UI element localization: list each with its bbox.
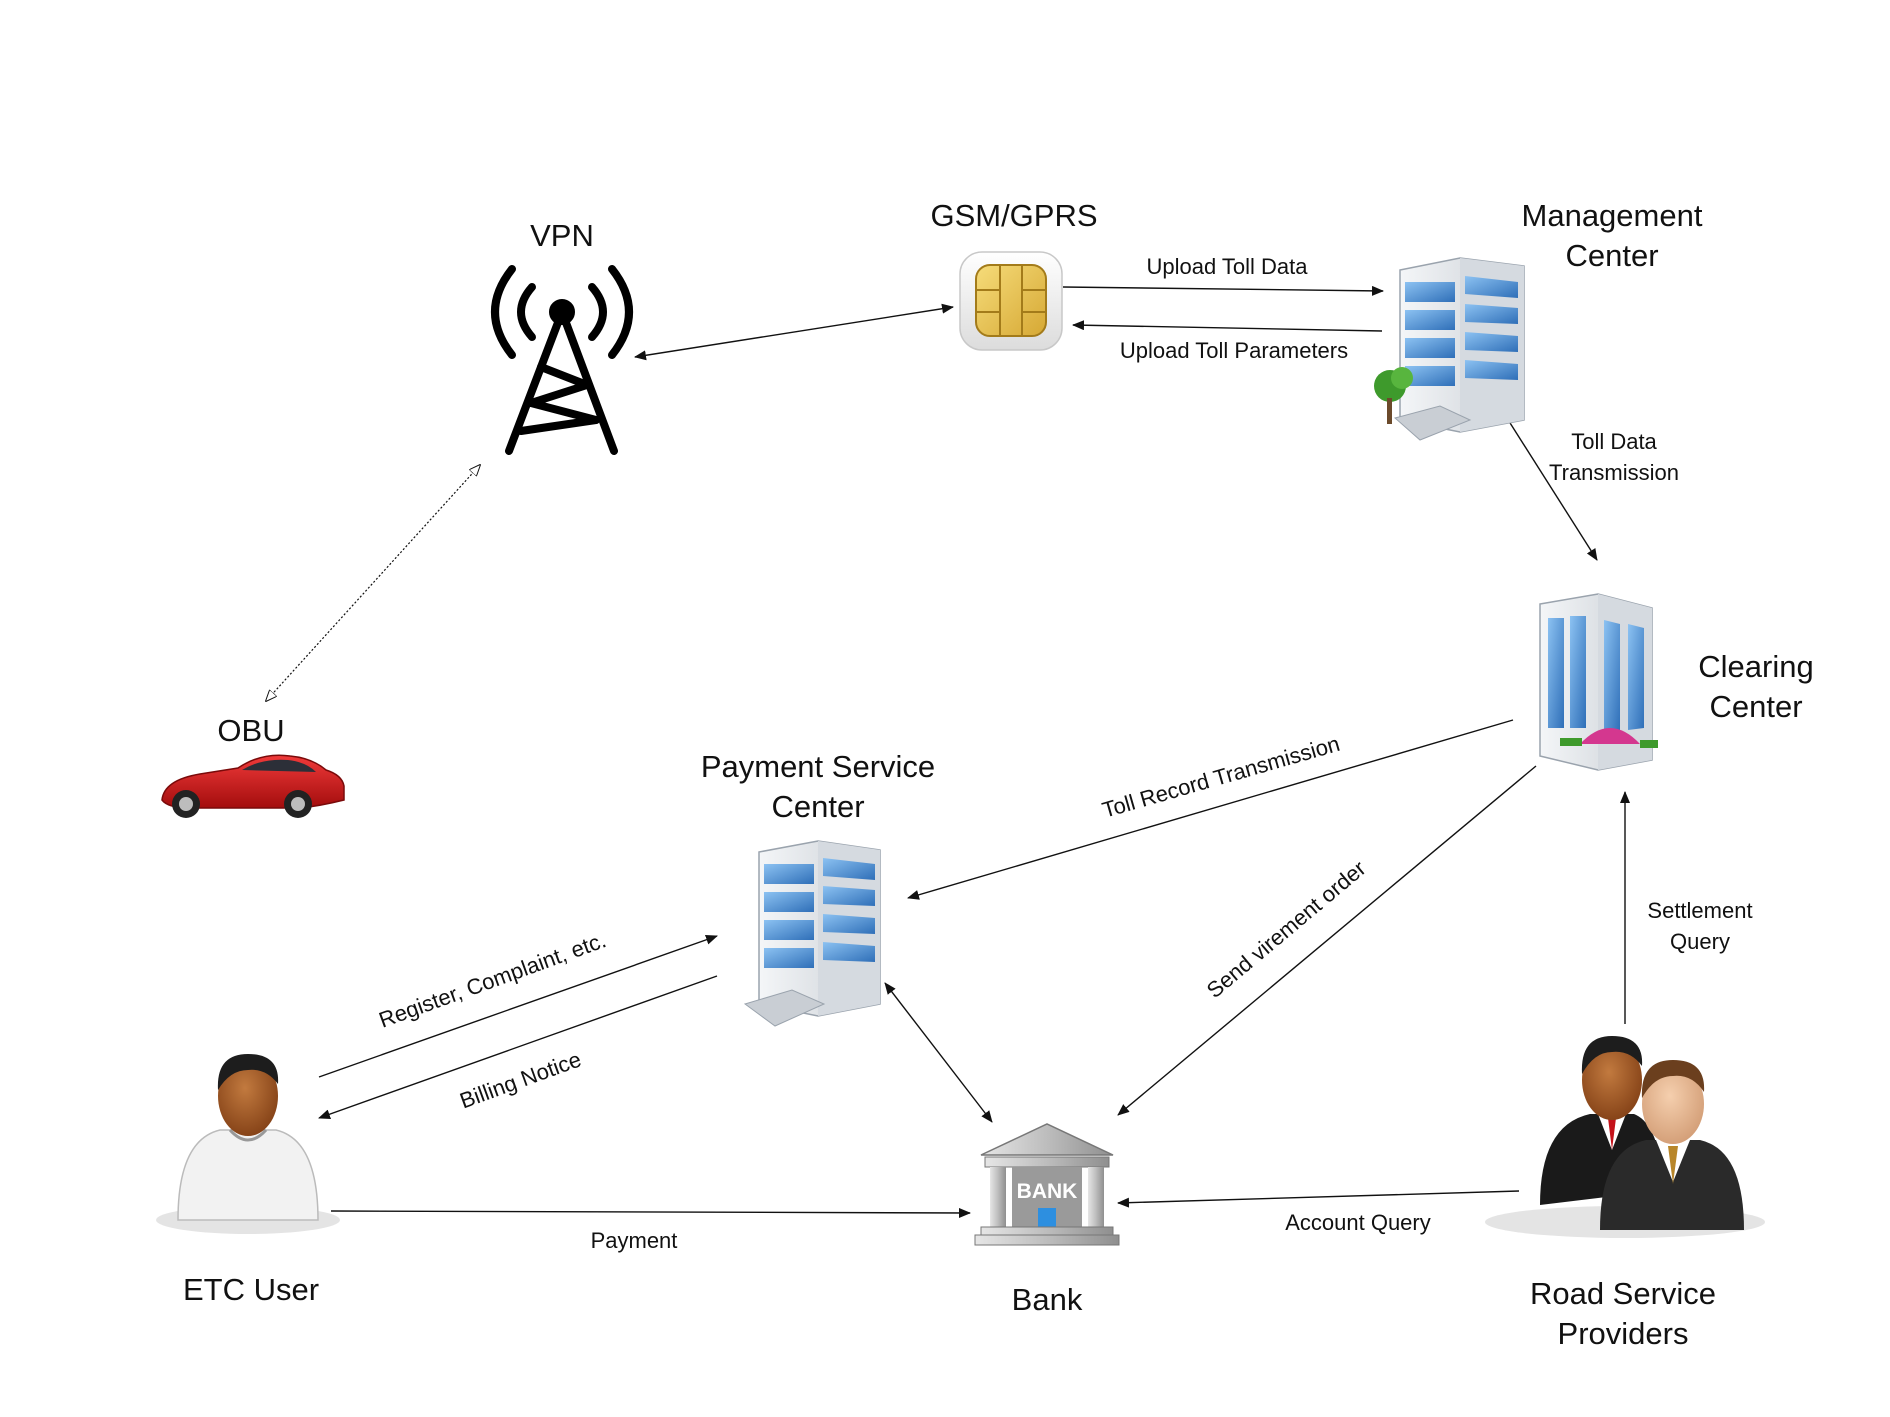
management-label-1: Management bbox=[1522, 198, 1703, 233]
road-label-1: Road Service bbox=[1530, 1276, 1716, 1311]
label-toll-record-transmission: Toll Record Transmission bbox=[1099, 731, 1342, 823]
edge-account-query bbox=[1117, 1190, 1520, 1208]
payment-label-1: Payment Service bbox=[701, 749, 935, 784]
node-vpn: VPN bbox=[491, 218, 633, 455]
node-clearing-center: Clearing Center bbox=[1539, 593, 1814, 771]
radio-tower-icon bbox=[491, 265, 633, 455]
edge-obu-vpn bbox=[266, 465, 480, 701]
etc-user-label: ETC User bbox=[183, 1272, 319, 1307]
label-send-virement-order: Send virement order bbox=[1202, 856, 1371, 1003]
bank-icon: BANK bbox=[974, 1123, 1120, 1246]
office-building-icon bbox=[1539, 593, 1658, 771]
clearing-label-2: Center bbox=[1709, 689, 1802, 724]
edge-register-complaint bbox=[318, 934, 718, 1078]
edge-payment-bank bbox=[884, 982, 993, 1123]
management-label-2: Center bbox=[1565, 238, 1658, 273]
node-road-service-providers: Road Service Providers bbox=[1485, 1036, 1765, 1351]
edge-toll-data-transmission bbox=[1504, 414, 1598, 561]
edge-upload-toll-parameters bbox=[1072, 320, 1383, 332]
payment-label-2: Center bbox=[771, 789, 864, 824]
label-settlement-query-2: Query bbox=[1670, 929, 1730, 954]
clearing-label-1: Clearing bbox=[1698, 649, 1813, 684]
bank-label: Bank bbox=[1012, 1282, 1083, 1317]
node-etc-user: ETC User bbox=[156, 1054, 340, 1307]
bank-sign: BANK bbox=[1017, 1180, 1078, 1203]
node-management-center: Management Center bbox=[1374, 198, 1703, 441]
node-bank: Bank BANK bbox=[974, 1123, 1120, 1317]
label-settlement-query-1: Settlement bbox=[1647, 898, 1752, 923]
obu-label: OBU bbox=[217, 713, 284, 748]
label-upload-toll-data: Upload Toll Data bbox=[1146, 254, 1308, 279]
label-payment: Payment bbox=[591, 1228, 678, 1253]
node-obu: OBU bbox=[161, 713, 345, 818]
node-payment-service-center: Payment Service Center bbox=[701, 749, 935, 1027]
edge-send-virement-order bbox=[1117, 765, 1537, 1116]
label-toll-data-transmission-2: Transmission bbox=[1549, 460, 1679, 485]
edge-vpn-gsm bbox=[634, 303, 954, 361]
office-building-icon bbox=[1374, 257, 1525, 441]
label-account-query: Account Query bbox=[1285, 1210, 1431, 1235]
sim-card-icon bbox=[959, 251, 1063, 351]
label-upload-toll-parameters: Upload Toll Parameters bbox=[1120, 338, 1348, 363]
edges bbox=[266, 285, 1630, 1218]
edge-toll-record-transmission bbox=[907, 719, 1514, 900]
road-label-2: Providers bbox=[1558, 1316, 1689, 1351]
vpn-label: VPN bbox=[530, 218, 594, 253]
node-gsm: GSM/GPRS bbox=[930, 198, 1098, 351]
user-icon bbox=[156, 1054, 340, 1234]
car-icon bbox=[161, 754, 345, 818]
edge-upload-toll-data bbox=[1062, 285, 1384, 296]
edge-billing-notice bbox=[318, 975, 718, 1120]
gsm-label: GSM/GPRS bbox=[930, 198, 1097, 233]
label-billing-notice: Billing Notice bbox=[456, 1046, 584, 1113]
edge-payment bbox=[330, 1207, 971, 1218]
office-building-icon bbox=[743, 840, 881, 1027]
label-toll-data-transmission-1: Toll Data bbox=[1571, 429, 1657, 454]
group-icon bbox=[1485, 1036, 1765, 1238]
label-register-complaint: Register, Complaint, etc. bbox=[376, 927, 610, 1032]
